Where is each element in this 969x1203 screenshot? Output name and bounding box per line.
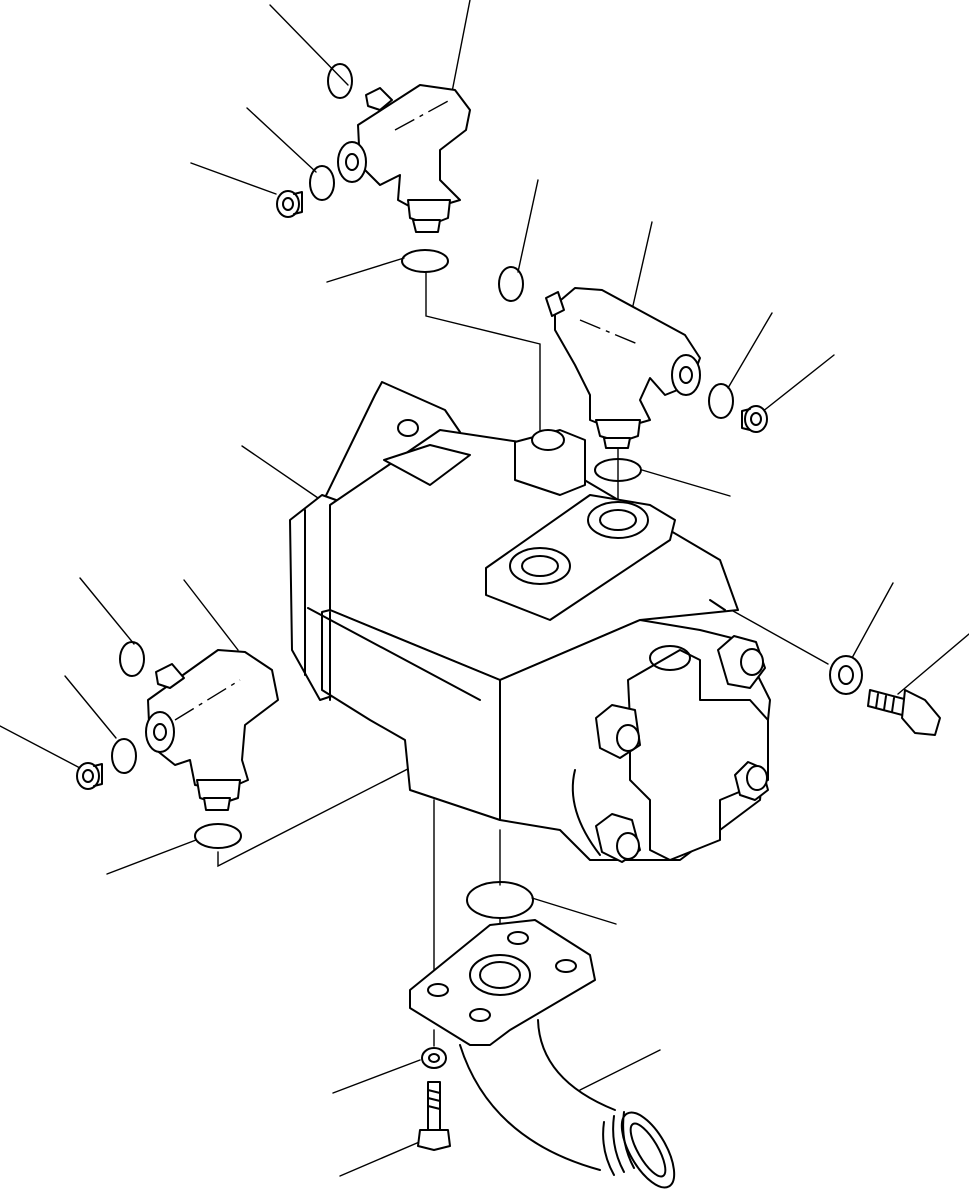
callout-line <box>517 179 539 273</box>
plug <box>276 190 303 218</box>
o-ring <box>309 165 335 201</box>
callout-line <box>531 897 617 925</box>
suction-hose <box>459 1019 676 1189</box>
elbow-fitting-top <box>337 84 471 233</box>
front-bolt <box>595 813 641 863</box>
port-boss <box>509 547 571 585</box>
o-ring <box>111 738 137 774</box>
front-bolt <box>595 704 641 759</box>
elbow-fitting-right <box>545 287 701 449</box>
pump-body <box>289 381 771 863</box>
o-ring <box>466 881 534 919</box>
plug <box>741 405 768 433</box>
callout-line <box>897 633 969 695</box>
callout-line <box>246 107 317 173</box>
plug <box>76 762 103 790</box>
washer <box>829 655 863 695</box>
o-ring <box>594 458 642 482</box>
o-ring <box>327 63 353 99</box>
front-bolt <box>734 761 769 801</box>
callout-lines <box>0 0 969 1177</box>
callout-line <box>339 1139 425 1177</box>
callout-line <box>851 582 894 659</box>
callout-line <box>761 354 835 413</box>
housing-lower <box>321 609 501 821</box>
front-port-cross <box>627 649 769 861</box>
front-bolt <box>717 635 766 689</box>
callout-line <box>451 0 471 93</box>
o-ring <box>119 641 145 677</box>
mounting-bolt <box>867 689 941 736</box>
callout-line <box>190 162 277 195</box>
callout-line <box>106 839 197 875</box>
callout-line <box>641 469 731 497</box>
callout-line <box>183 579 239 651</box>
callout-line <box>79 577 135 645</box>
flange-bolt-hole <box>397 419 419 437</box>
callout-line <box>579 1049 661 1091</box>
callout-line <box>0 725 81 769</box>
callout-line <box>64 675 117 739</box>
suction-flange <box>409 919 596 1046</box>
o-ring <box>401 249 449 273</box>
callout-line <box>241 445 319 499</box>
port-boss <box>587 501 649 539</box>
o-ring <box>708 383 734 419</box>
callout-line <box>727 312 773 389</box>
elbow-fitting-left <box>145 649 279 811</box>
o-ring <box>194 823 242 849</box>
top-cap <box>383 444 471 486</box>
o-ring <box>498 266 524 302</box>
mounting-bolt <box>417 1081 451 1151</box>
callout-line <box>269 4 349 86</box>
washer <box>421 1047 447 1069</box>
callout-line <box>326 257 405 283</box>
callout-line <box>332 1059 421 1094</box>
callout-line <box>631 221 653 311</box>
